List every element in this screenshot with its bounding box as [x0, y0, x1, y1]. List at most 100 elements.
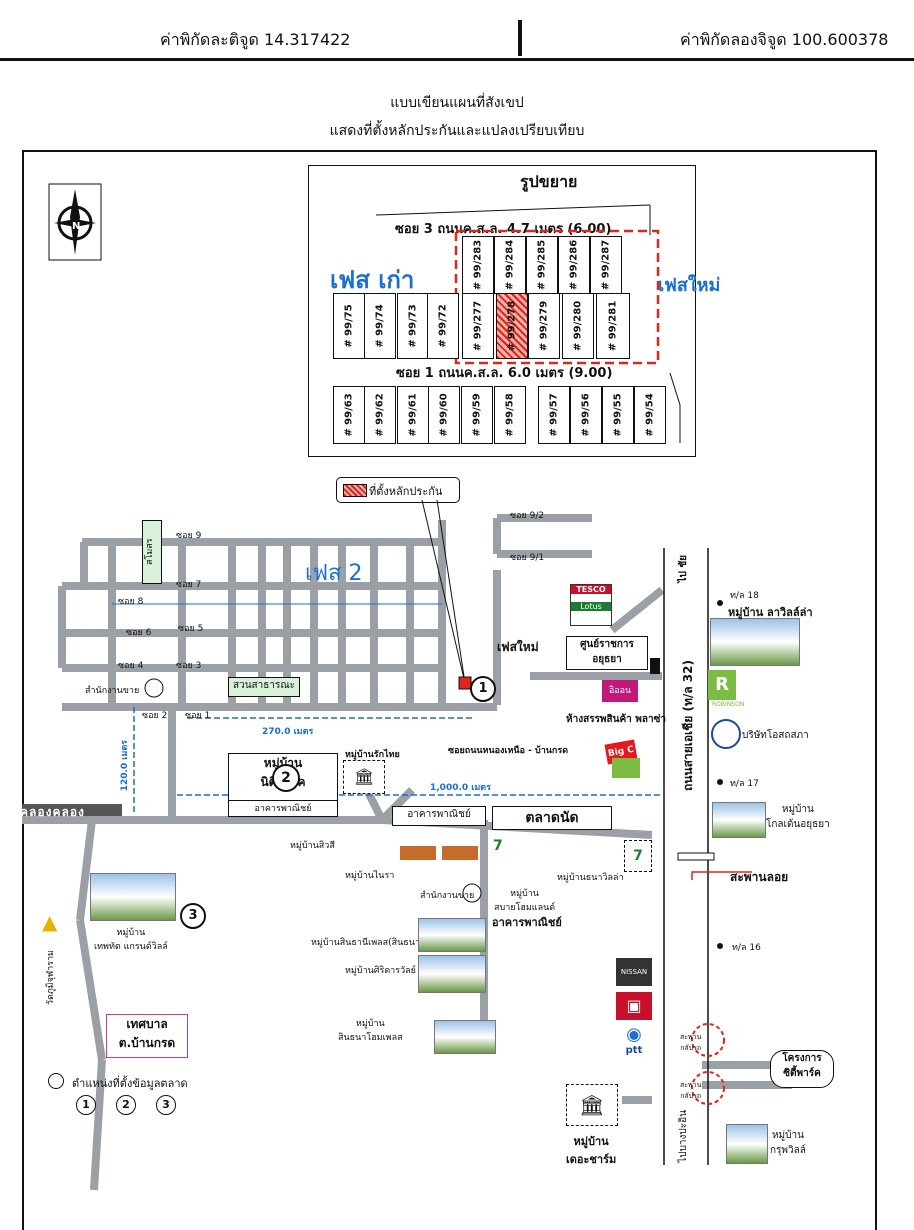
latitude-label: ค่าพิกัดละติจูด 14.317422 — [160, 30, 351, 49]
village-rakthai-icon: 🏛 — [343, 760, 385, 794]
village-noira: หมู่บ้านไนรา — [345, 871, 395, 881]
plot-box: # 99/62 — [364, 386, 396, 444]
svg-text:N: N — [72, 221, 80, 232]
village-sabai: หมู่บ้านสบายโฮมแลนด์ — [494, 886, 555, 914]
sales-office2-label: สำนักงานขาย — [420, 891, 475, 901]
plot-number: # 99/61 — [407, 393, 419, 437]
collateral-legend: ที่ตั้งหลักประกัน — [336, 477, 460, 503]
plot-box: # 99/73 — [397, 293, 429, 359]
plot-number: # 99/279 — [538, 300, 550, 352]
temple-icon: ▲ — [42, 910, 58, 934]
market-legend-label: ตำแหน่งที่ตั้งข้อมูลตลาด — [72, 1077, 188, 1090]
plot-box: # 99/56 — [570, 386, 602, 444]
plot-box: # 99/74 — [364, 293, 396, 359]
sinthana-line1: หมู่บ้าน — [355, 1019, 385, 1029]
legend-marker-1: 1 — [76, 1095, 96, 1115]
u-turn-2-line2: กลับรถ — [680, 1092, 702, 1100]
phase-new-label: เฟสใหม่ — [497, 640, 539, 654]
club-label: สโมสร — [142, 520, 162, 584]
village-lavilla: หมู่บ้าน ลาวิลล์ล่า — [728, 606, 813, 619]
bigc-logo: Big C — [604, 739, 644, 782]
plot-number: # 99/72 — [437, 304, 449, 348]
soi9-1-label: ซอย 9/1 — [510, 553, 545, 563]
soi9-2-label: ซอย 9/2 — [510, 511, 545, 521]
map-subtitle: แสดงที่ตั้งหลักประกันและแปลงเปรียบเทียบ — [329, 123, 585, 139]
legend-marker-2: 2 — [116, 1095, 136, 1115]
tesco-text: TESCO — [571, 585, 611, 594]
plot-box: # 99/57 — [538, 386, 570, 444]
soi5-label: ซอย 5 — [178, 624, 204, 634]
osotspa-logo-icon — [711, 719, 741, 749]
house-photo-sinthana — [434, 1020, 496, 1054]
plot-box: # 99/284 — [494, 236, 526, 294]
thecharm-line1: หมู่บ้าน — [573, 1135, 609, 1148]
sinthana-line2: สินธนาโฮมเพลส — [338, 1033, 403, 1043]
plot-number: # 99/60 — [438, 393, 450, 437]
house-photo-golden — [712, 802, 766, 838]
plot-number: # 99/277 — [472, 300, 484, 352]
robinson-label: ROBINSON — [712, 701, 745, 708]
plot-box: # 99/55 — [602, 386, 634, 444]
plot-number: # 99/287 — [600, 239, 612, 291]
phase2-label: เฟส 2 — [305, 561, 363, 586]
longitude-label: ค่าพิกัดลองจิจูด 100.600378 — [680, 30, 889, 49]
km18-label: ท/ล 18 — [730, 591, 759, 601]
village-golden: หมู่บ้านโกลเด้นอยุธยา — [766, 802, 830, 832]
plot-number: # 99/63 — [343, 393, 355, 437]
house-photo-thephathip — [90, 873, 176, 921]
commercial-label: อาคารพาณิชย์ — [229, 800, 337, 815]
market-legend-icon — [48, 1073, 64, 1089]
header-divider — [518, 20, 522, 56]
inset-phase-new: เฟสใหม่ — [658, 275, 721, 296]
grandville-line2: กรุพวิลล์ — [770, 1145, 806, 1156]
plot-box: # 99/59 — [461, 386, 493, 444]
house-photo-grandville — [726, 1124, 768, 1164]
map-title: แบบเขียนแผนที่สังเขป — [390, 95, 524, 111]
municipality-box: เทศบาลต.บ้านกรด — [106, 1014, 188, 1058]
commercial3-label: อาคารพาณิชย์ — [492, 916, 562, 929]
bridge-label: สะพานลอย — [730, 870, 789, 884]
nissan-logo: NISSAN — [616, 958, 652, 986]
plot-box: # 99/285 — [526, 236, 558, 294]
village-sithi: หมู่บ้านศิริดารวัลย์ — [345, 966, 416, 976]
golden-line1: หมู่บ้าน — [781, 804, 814, 815]
plot-number: # 99/285 — [536, 239, 548, 291]
distance-120: 120.0 เมตร — [120, 740, 130, 792]
plot-number: # 99/73 — [407, 304, 419, 348]
soi2-label: ซอย 2 — [142, 711, 168, 721]
plot-box: # 99/286 — [558, 236, 590, 294]
distance-1000: 1,000.0 เมตร — [430, 783, 491, 793]
plot-number: # 99/283 — [472, 239, 484, 291]
plot-number: # 99/55 — [612, 393, 624, 437]
plot-number: # 99/59 — [471, 393, 483, 437]
municipality-line1: เทศบาล — [126, 1017, 168, 1031]
to-bangpain-label: ไปบางปะอิน — [678, 1110, 689, 1163]
plot-number: # 99/57 — [548, 393, 560, 437]
legend-marker-3: 3 — [156, 1095, 176, 1115]
aeon-logo: อิออน — [602, 680, 638, 702]
coordinates-header: ค่าพิกัดละติจูด 14.317422 ค่าพิกัดลองจิจ… — [0, 0, 914, 61]
map-frame — [22, 150, 877, 1230]
north-arrow-icon: N — [48, 183, 102, 261]
highway-label: ถนนสายเอเชีย (ท/ล 32) — [681, 660, 695, 792]
gov-center-line2: อยุธยา — [592, 654, 622, 665]
park-label: สวนสาธารณะ — [228, 677, 300, 697]
municipality-line2: ต.บ้านกรด — [118, 1036, 176, 1050]
inset-road-soi1: ซอย 1 ถนนค.ส.ล. 6.0 เมตร (9.00) — [396, 366, 613, 381]
village-sinthanee: หมู่บ้านสินธานีเพลส(สินธนาเก่า) — [311, 938, 438, 948]
house-photo-sinthanee — [418, 918, 486, 952]
village-banawit: หมู่บ้านธนาวิลล่า — [557, 873, 624, 883]
plot-box: # 99/72 — [427, 293, 459, 359]
thephathip-line2: เทพทัต แกรนด์วิลล์ — [94, 942, 168, 952]
temple-label: วัดภูมิจุฬาราม — [46, 950, 56, 1006]
plot-number: # 99/62 — [374, 393, 386, 437]
soi4-label: ซอย 4 — [118, 661, 144, 671]
project-cityparc: โครงการซิตี้พาร์ค — [770, 1050, 834, 1088]
u-turn-1-line2: กลับรถ — [680, 1044, 702, 1052]
u-turn-1-line1: สะพาน — [680, 1033, 702, 1041]
plot-box: # 99/283 — [462, 236, 494, 294]
plot-box: # 99/63 — [333, 386, 365, 444]
plot-number: # 99/56 — [580, 393, 592, 437]
collateral-legend-label: ที่ตั้งหลักประกัน — [369, 485, 443, 498]
grandville-line1: หมู่บ้าน — [771, 1130, 804, 1141]
